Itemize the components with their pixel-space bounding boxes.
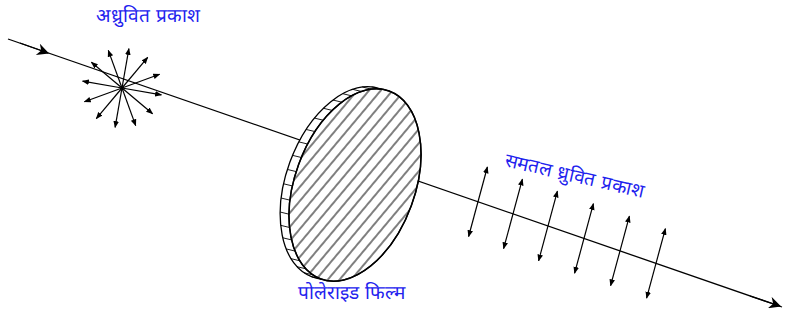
polarized-vector — [504, 179, 523, 249]
film-rim — [293, 154, 302, 158]
vector-arrow — [108, 50, 122, 88]
film-rim — [283, 237, 292, 241]
film-rim — [281, 197, 290, 201]
polarized-vector — [647, 229, 666, 299]
unpolarized-vectors — [83, 49, 162, 128]
ray-arrow — [750, 296, 780, 306]
polarized-vector — [539, 191, 558, 261]
vector-arrow — [122, 88, 136, 126]
polarized-vector — [469, 167, 488, 237]
vector-arrow — [115, 88, 122, 127]
vector-arrow — [122, 88, 161, 95]
ray-arrow — [20, 43, 48, 53]
vector-arrow — [122, 74, 160, 88]
film-rim — [284, 183, 293, 187]
vector-arrow — [122, 49, 129, 88]
polaroid-film — [252, 58, 459, 313]
film-rim — [299, 141, 308, 145]
polarized-vector — [575, 204, 594, 274]
film-rim — [306, 129, 315, 133]
polaroid-film-label: पोलेराइड फिल्म — [298, 281, 405, 304]
film-rim — [280, 211, 289, 215]
film-rim — [281, 224, 290, 228]
vector-arrow — [83, 81, 122, 88]
unpolarized-light-label: अध्रुवित प्रकाश — [96, 4, 200, 27]
polarized-light-label: समतल ध्रुवित प्रकाश — [502, 148, 647, 202]
vector-arrow — [84, 88, 122, 102]
polarized-vector — [611, 216, 630, 286]
film-rim — [287, 169, 296, 173]
